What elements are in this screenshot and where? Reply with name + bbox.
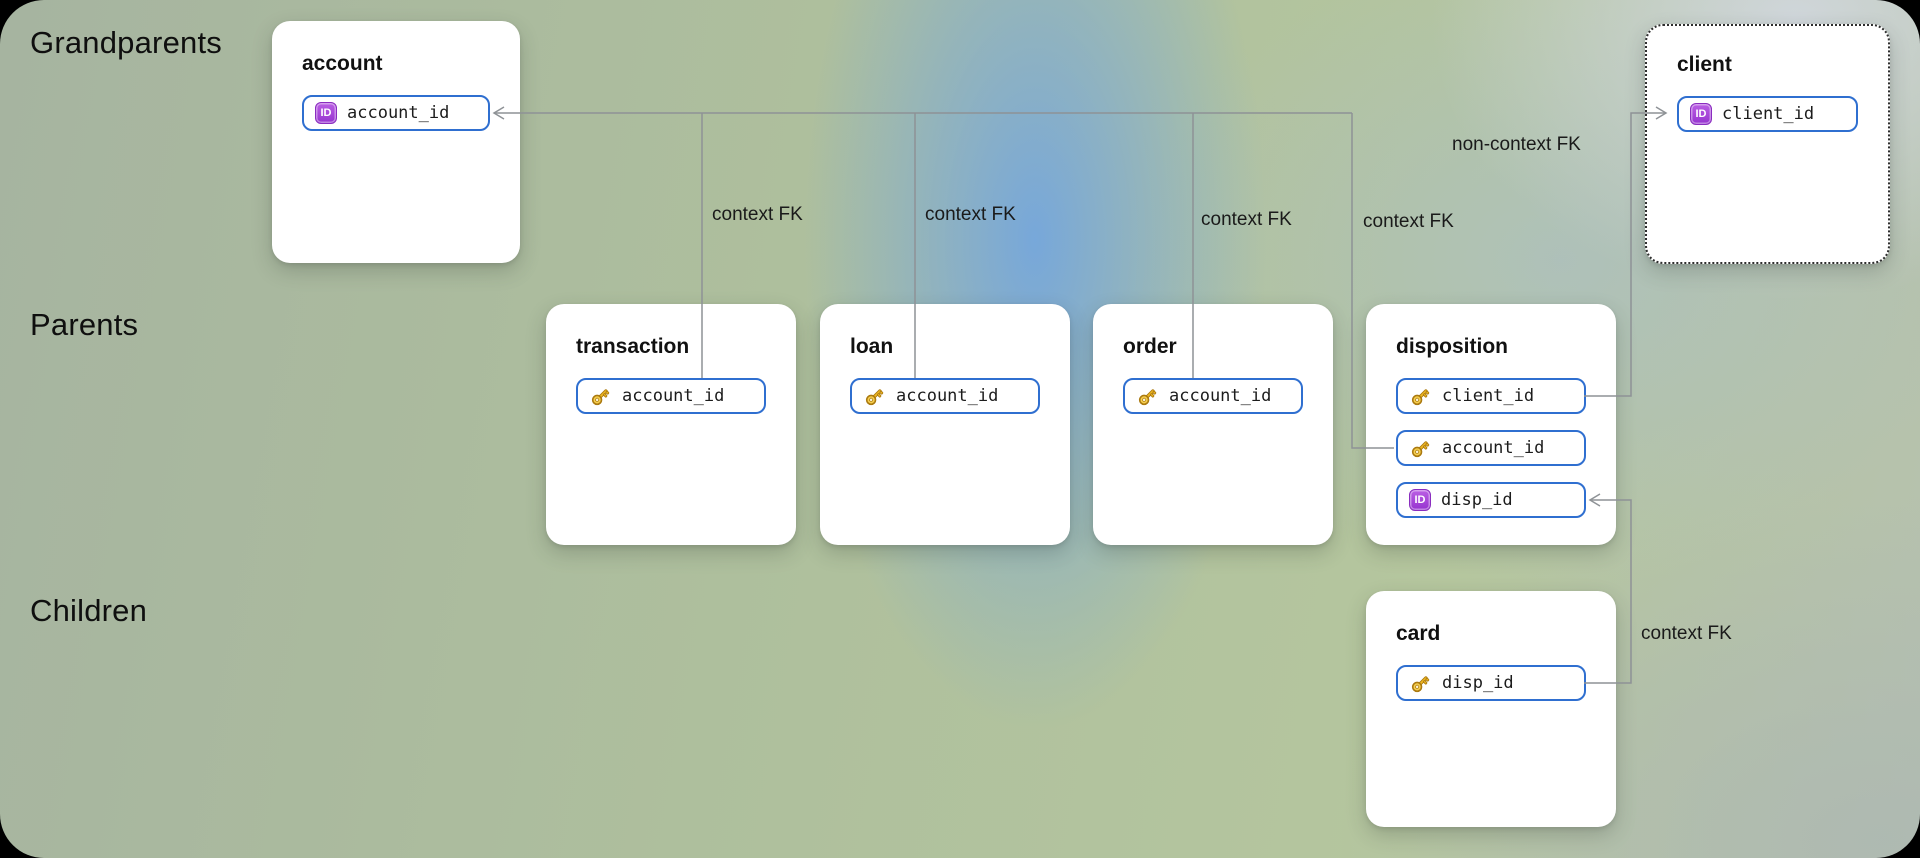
table-title: order: [1123, 335, 1177, 358]
field-disposition-disp_id: ID disp_id: [1396, 482, 1586, 518]
edge-label-context-fk-disposition: context FK: [1363, 211, 1454, 232]
table-title: account: [302, 52, 383, 75]
key-icon: [863, 385, 886, 408]
table-node-order: order account_id: [1093, 304, 1333, 545]
field-card-disp_id: disp_id: [1396, 665, 1586, 701]
field-disposition-account_id: account_id: [1396, 430, 1586, 466]
table-title: transaction: [576, 335, 690, 358]
field-name: client_id: [1442, 386, 1535, 406]
field-name: account_id: [1169, 386, 1272, 406]
field-name: account_id: [347, 103, 450, 123]
id-badge-icon: ID: [1409, 489, 1431, 511]
table-title: client: [1677, 53, 1732, 76]
section-label-grandparents: Grandparents: [30, 25, 222, 60]
edge-label-context-fk-card: context FK: [1641, 623, 1732, 644]
table-node-client: client ID client_id: [1645, 24, 1890, 264]
table-node-disposition: disposition client_id: [1366, 304, 1616, 545]
key-icon: [589, 385, 612, 408]
field-order-account_id: account_id: [1123, 378, 1303, 414]
section-label-children: Children: [30, 593, 148, 628]
field-name: account_id: [896, 386, 999, 406]
field-loan-account_id: account_id: [850, 378, 1040, 414]
key-icon: [1409, 672, 1432, 695]
id-badge-icon: ID: [1690, 103, 1712, 125]
key-icon: [1409, 385, 1432, 408]
table-node-loan: loan account_id: [820, 304, 1070, 545]
field-name: disp_id: [1441, 490, 1513, 510]
table-title: card: [1396, 622, 1441, 645]
field-name: account_id: [622, 386, 725, 406]
edge-label-context-fk-transaction: context FK: [712, 204, 803, 225]
key-icon: [1136, 385, 1159, 408]
table-node-account: account ID account_id: [272, 21, 520, 263]
field-disposition-client_id: client_id: [1396, 378, 1586, 414]
field-account-account_id: ID account_id: [302, 95, 490, 131]
table-node-transaction: transaction account_id: [546, 304, 796, 545]
table-node-card: card disp_id: [1366, 591, 1616, 827]
field-name: disp_id: [1442, 673, 1514, 693]
section-label-parents: Parents: [30, 307, 139, 342]
table-title: disposition: [1396, 335, 1508, 358]
field-client-client_id: ID client_id: [1677, 96, 1858, 132]
field-transaction-account_id: account_id: [576, 378, 766, 414]
id-badge-icon: ID: [315, 102, 337, 124]
edge-label-non-context-fk: non-context FK: [1452, 134, 1581, 155]
key-icon: [1409, 437, 1432, 460]
table-title: loan: [850, 335, 894, 358]
edge-label-context-fk-loan: context FK: [925, 204, 1016, 225]
edge-label-context-fk-order: context FK: [1201, 209, 1292, 230]
field-name: client_id: [1722, 104, 1815, 124]
field-name: account_id: [1442, 438, 1545, 458]
